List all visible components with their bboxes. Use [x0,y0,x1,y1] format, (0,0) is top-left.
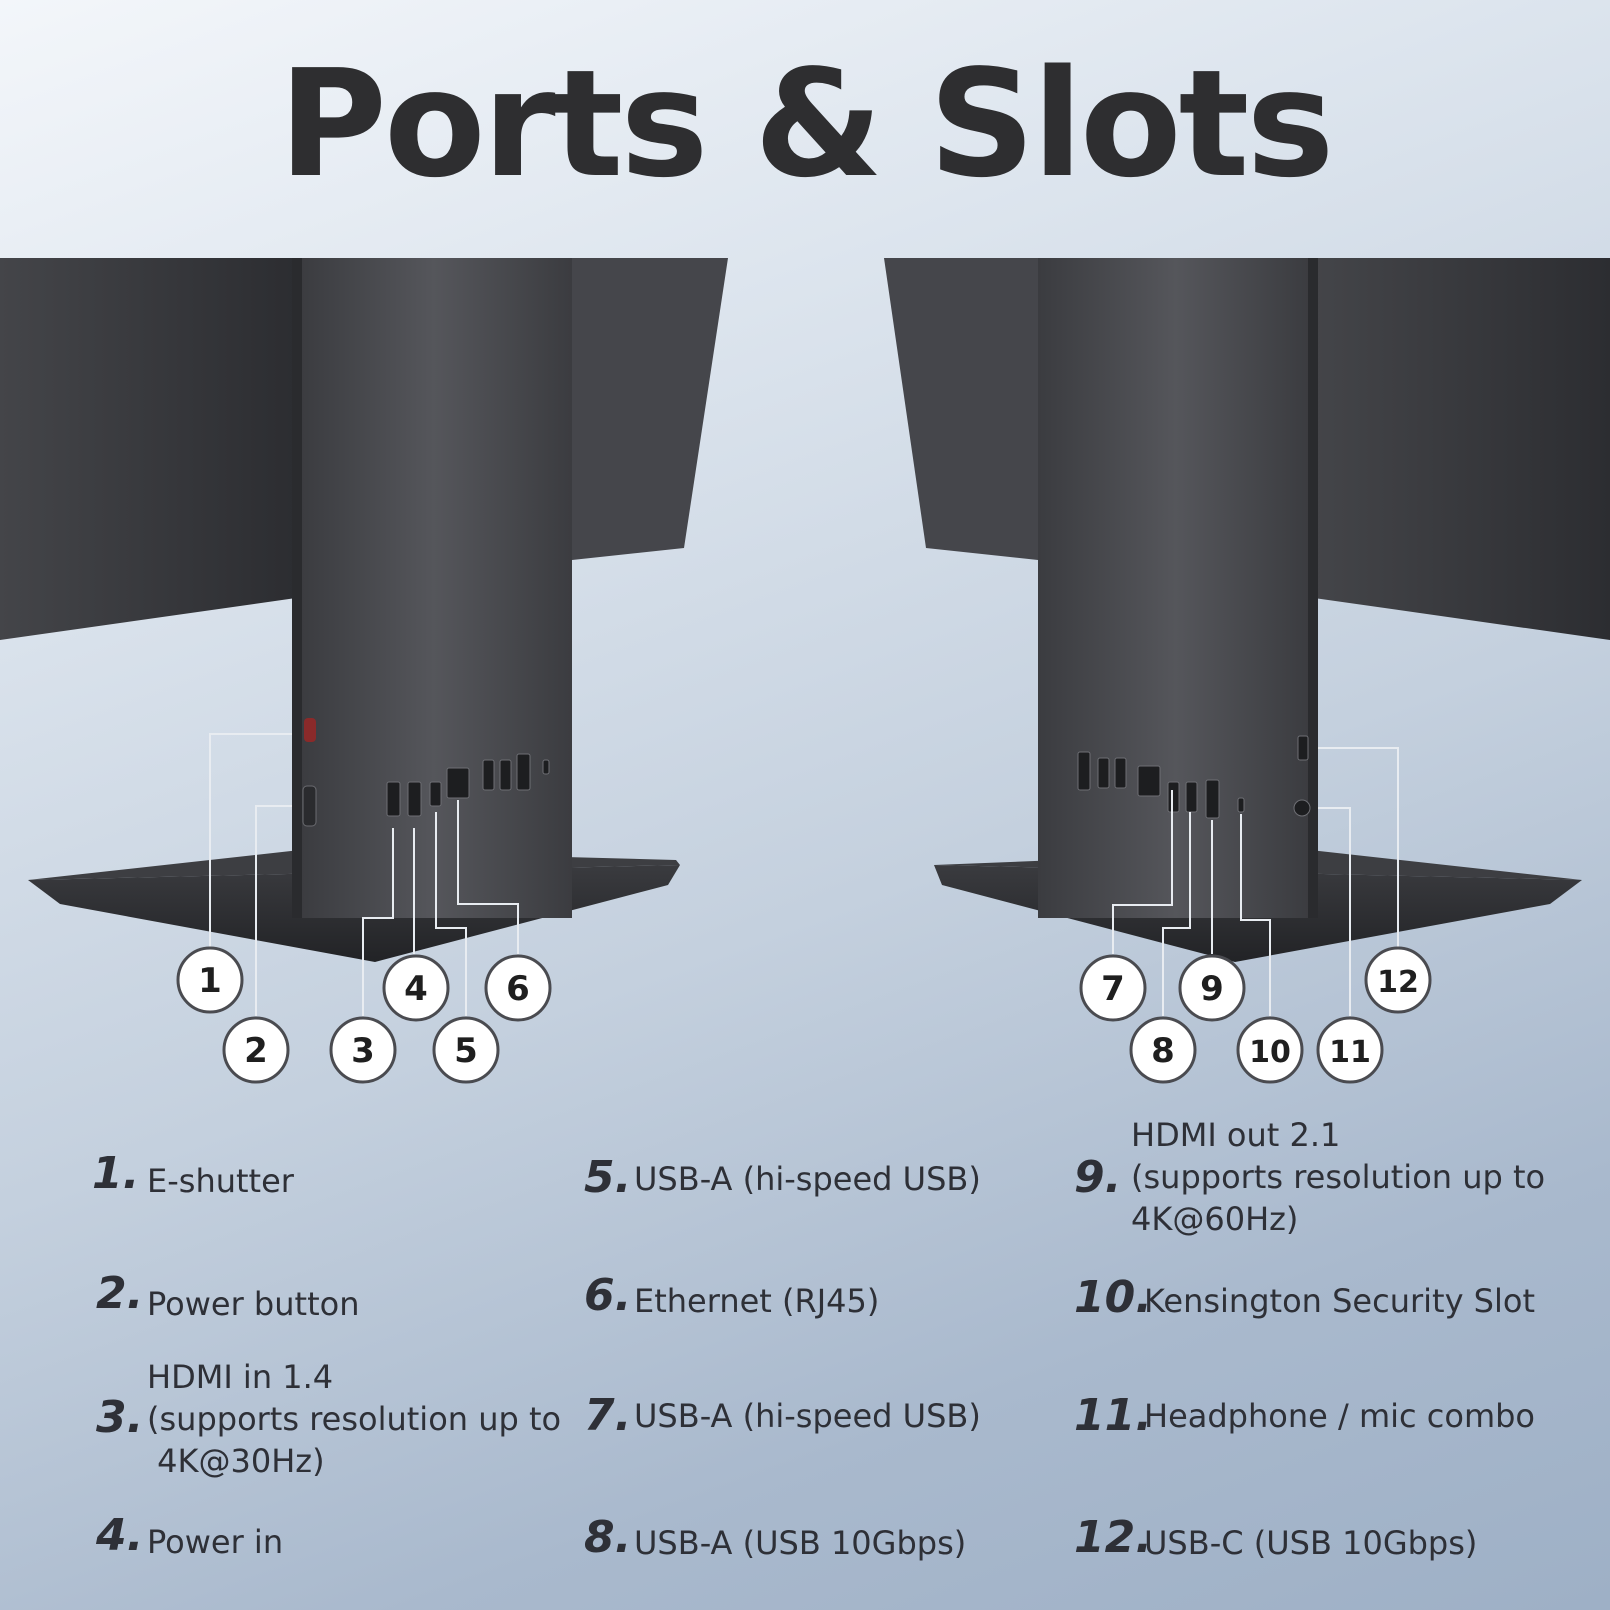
legend-text: USB-A (hi-speed USB) [634,1397,981,1435]
e-shutter-switch [304,718,316,742]
callout-6: 6 [484,954,552,1022]
callout-7: 7 [1079,954,1147,1022]
legend-text: USB-A (hi-speed USB) [634,1160,981,1198]
callout-4: 4 [382,954,450,1022]
callout-10: 10 [1236,1016,1304,1084]
legend-num: 12. [1074,1512,1152,1563]
monitor-illustration: 1 2 3 4 5 6 7 8 9 10 11 12 [0,258,1610,1084]
left-stand [296,258,572,918]
callout-markers: 1 2 3 4 5 6 7 8 9 10 11 12 [176,946,1432,1084]
legend-num: 10. [1074,1272,1152,1323]
legend-num: 4. [96,1510,144,1561]
callout-2-label: 2 [244,1031,268,1071]
callout-4-label: 4 [404,969,428,1009]
callout-6-label: 6 [506,969,530,1009]
legend-num: 9. [1074,1152,1122,1203]
legend-text: Ethernet (RJ45) [634,1282,880,1320]
callout-9: 9 [1178,954,1246,1022]
callout-11: 11 [1316,1016,1384,1084]
right-port-row [1077,735,1311,819]
legend-num: 11. [1074,1390,1152,1441]
legend-text: E-shutter [147,1162,294,1200]
legend-num: 1. [92,1148,140,1199]
legend-num: 8. [584,1512,632,1563]
callout-8: 8 [1129,1016,1197,1084]
callout-7-label: 7 [1101,969,1125,1009]
page-title: Ports & Slots [278,38,1335,210]
legend-num: 5. [584,1152,632,1203]
legend-text: USB-A (USB 10Gbps) [634,1524,967,1562]
callout-2: 2 [222,1016,290,1084]
right-screen-back [884,258,1038,560]
legend-text: USB-C (USB 10Gbps) [1144,1524,1478,1562]
callout-9-label: 9 [1200,969,1224,1009]
legend-num: 6. [584,1270,632,1321]
callout-1-label: 1 [198,961,222,1001]
legend-text-line: (supports resolution up to [147,1400,562,1438]
callout-3: 3 [329,1016,397,1084]
legend-text-line: 4K@30Hz) [147,1442,325,1480]
callout-12: 12 [1364,946,1432,1014]
left-monitor [0,258,728,962]
callout-3-label: 3 [351,1031,375,1071]
legend-num: 7. [584,1390,632,1441]
power-button-shape [302,785,317,827]
legend-text: Power in [147,1523,284,1561]
left-screen-back [572,258,728,560]
legend-text: Power button [147,1285,360,1323]
callout-5: 5 [432,1016,500,1084]
callout-8-label: 8 [1151,1031,1175,1071]
right-stand [1038,258,1314,918]
callout-10-label: 10 [1249,1035,1291,1070]
right-screen-panel [1314,258,1610,640]
legend-text-line: HDMI in 1.4 [147,1358,334,1396]
callout-1: 1 [176,946,244,1014]
legend-text-line: HDMI out 2.1 [1131,1116,1341,1154]
legend-num: 3. [96,1392,144,1443]
legend-text-line: (supports resolution up to [1131,1158,1546,1196]
right-monitor [884,258,1610,962]
left-port-row [386,753,550,817]
callout-5-label: 5 [454,1031,478,1071]
legend-num: 2. [96,1268,144,1319]
left-screen-panel [0,258,296,640]
legend-text: Kensington Security Slot [1144,1282,1535,1320]
callout-11-label: 11 [1329,1035,1371,1070]
callout-12-label: 12 [1377,965,1419,1000]
legend-text: Headphone / mic combo [1144,1397,1535,1435]
legend-text-line: 4K@60Hz) [1131,1200,1299,1238]
callout-lines [209,733,1399,1016]
